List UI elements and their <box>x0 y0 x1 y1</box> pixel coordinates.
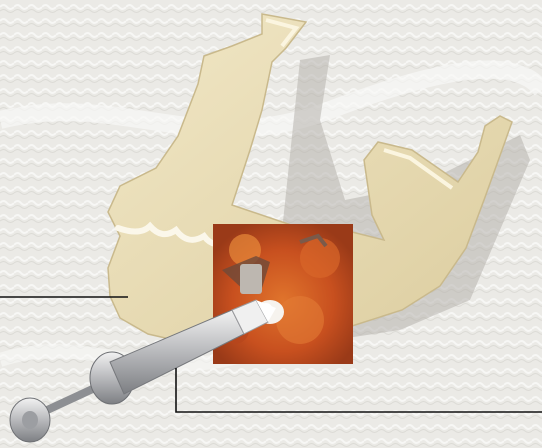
bone-graft-inset-photo <box>213 224 353 364</box>
